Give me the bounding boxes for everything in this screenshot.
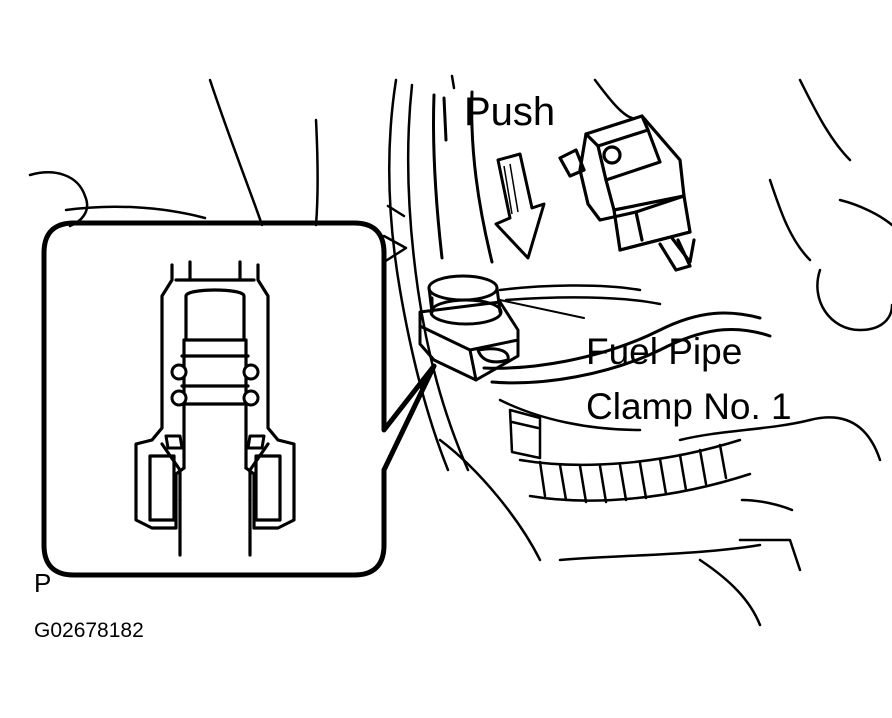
fuel-pipe-clamp: [560, 116, 694, 270]
leader-lines: [500, 300, 584, 318]
clamp-label-line1: Fuel Pipe: [586, 331, 743, 372]
o-rings: [172, 365, 258, 405]
view-marker: P: [34, 568, 52, 598]
clamp-label-line2: Clamp No. 1: [586, 386, 792, 427]
down-arrow-icon: [496, 154, 544, 258]
background-engine-outline: [30, 76, 892, 625]
connector-cross-section: [136, 262, 294, 555]
push-label: Push: [464, 90, 556, 134]
quick-connector: [420, 276, 518, 380]
retainer-tabs: [166, 436, 264, 448]
corrugated-hose: [510, 410, 750, 502]
fuel-pipe-right: [484, 313, 770, 383]
fuel-line-vertical: [433, 92, 492, 262]
down-arrow-hatch: [504, 164, 518, 214]
figure-code: G02678182: [34, 619, 144, 642]
inset-detail-panel: [44, 223, 434, 575]
